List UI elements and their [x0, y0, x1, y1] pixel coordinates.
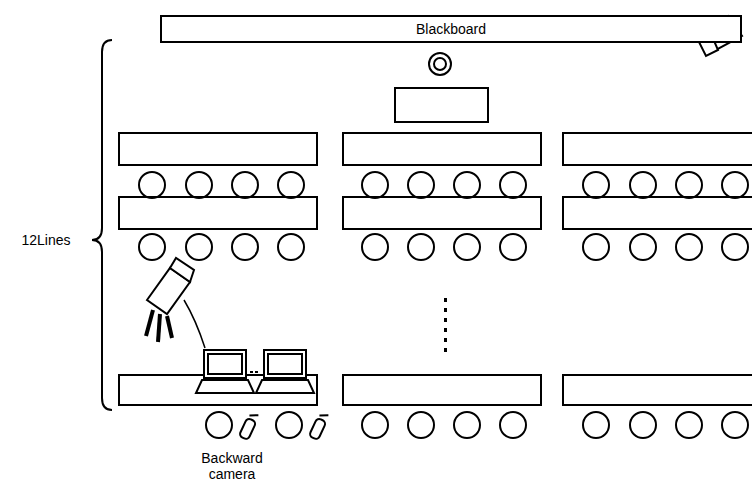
- seat: [722, 412, 748, 438]
- seat: [278, 172, 304, 198]
- seat: [454, 172, 480, 198]
- seat: [139, 172, 165, 198]
- seat: [722, 172, 748, 198]
- seat: [500, 412, 526, 438]
- seat: [583, 412, 609, 438]
- seat: [232, 234, 258, 260]
- seat: [676, 172, 702, 198]
- camera-label: Backward camera: [190, 450, 274, 482]
- teacher-desk: [395, 88, 488, 122]
- seat: [630, 172, 656, 198]
- seat: [362, 172, 388, 198]
- ellipsis-dots: [444, 298, 447, 352]
- seat: [454, 412, 480, 438]
- backward-camera-symbols: [206, 411, 329, 440]
- teacher-seat: [429, 53, 451, 75]
- seat: [676, 412, 702, 438]
- seat: [630, 234, 656, 260]
- seat: [722, 234, 748, 260]
- row-count-label: 12Lines: [6, 232, 86, 248]
- seat: [500, 234, 526, 260]
- seats: [139, 172, 748, 438]
- seat: [278, 234, 304, 260]
- desks: [119, 133, 752, 405]
- bracket: [92, 40, 112, 410]
- seat: [676, 234, 702, 260]
- seat: [408, 412, 434, 438]
- seat: [583, 172, 609, 198]
- seat: [362, 412, 388, 438]
- blackboard-box: Blackboard: [160, 15, 742, 43]
- seat: [232, 172, 258, 198]
- seat: [630, 412, 656, 438]
- seat: [454, 234, 480, 260]
- seat: [583, 234, 609, 260]
- seat: [500, 172, 526, 198]
- tripod-camera: [146, 258, 205, 348]
- seat: [362, 234, 388, 260]
- seat: [139, 234, 165, 260]
- seat: [186, 234, 212, 260]
- seat: [408, 234, 434, 260]
- seat: [186, 172, 212, 198]
- node-text: Blackboard: [416, 21, 486, 37]
- seat: [408, 172, 434, 198]
- laptops: [196, 350, 314, 393]
